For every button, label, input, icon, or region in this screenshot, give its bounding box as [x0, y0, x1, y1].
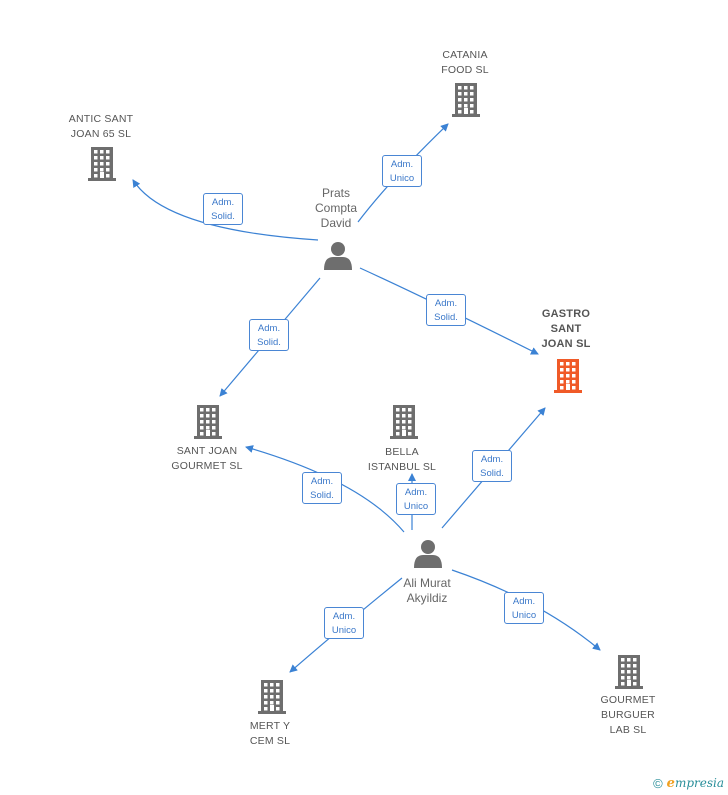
edge-role-line1: Adm. — [257, 323, 281, 334]
ali_murat-label[interactable]: Ali Murat Akyildiz — [403, 576, 451, 605]
sant_joan_gourmet-label[interactable]: SANT JOAN GOURMET SL — [171, 445, 243, 472]
edge-role-line2: Solid. — [211, 211, 235, 222]
brand-logo[interactable]: empresia — [666, 776, 724, 791]
edge-line-ali_murat-to-sant_joan_gourmet — [245, 445, 405, 533]
gourmet_burguer-label[interactable]: GOURMET BURGUER LAB SL — [600, 694, 656, 736]
edge-label-ali_murat-to-gastro_sant_joan[interactable]: Adm. Solid. — [472, 450, 512, 482]
footer-brand: © empresia — [653, 776, 724, 791]
mert_y_cem-label[interactable]: MERT Y CEM SL — [249, 720, 291, 747]
edge-role-line1: Adm. — [390, 159, 414, 170]
edge-role-line1: Adm. — [434, 298, 458, 309]
bella_istanbul-building-icon[interactable] — [390, 405, 418, 439]
copyright-icon: © — [653, 776, 663, 791]
edge-role-line1: Adm. — [512, 596, 536, 607]
gourmet_burguer-building-icon[interactable] — [615, 655, 643, 689]
prats_compta-person-icon[interactable] — [324, 242, 352, 270]
edge-label-ali_murat-to-bella_istanbul[interactable]: Adm. Unico — [396, 483, 436, 515]
edge-line-prats_compta-to-antic_sant_joan — [132, 179, 319, 241]
edge-role-line1: Adm. — [332, 611, 356, 622]
edge-role-line2: Solid. — [310, 490, 334, 501]
edge-role-line2: Solid. — [480, 468, 504, 479]
edge-label-ali_murat-to-gourmet_burguer[interactable]: Adm. Unico — [504, 592, 544, 624]
edge-label-prats_compta-to-catania_food[interactable]: Adm. Unico — [382, 155, 422, 187]
mert_y_cem-building-icon[interactable] — [258, 680, 286, 714]
gastro_sant_joan-building-icon[interactable] — [554, 359, 582, 393]
ali_murat-person-icon[interactable] — [414, 540, 442, 568]
catania_food-building-icon[interactable] — [452, 83, 480, 117]
antic_sant_joan-building-icon[interactable] — [88, 147, 116, 181]
edge-role-line2: Unico — [511, 610, 537, 621]
edge-label-prats_compta-to-antic_sant_joan[interactable]: Adm. Solid. — [203, 193, 243, 225]
edge-role-line1: Adm. — [480, 454, 504, 465]
edge-role-line2: Solid. — [257, 337, 281, 348]
catania_food-label[interactable]: CATANIA FOOD SL — [441, 49, 489, 76]
sant_joan_gourmet-building-icon[interactable] — [194, 405, 222, 439]
prats_compta-label[interactable]: Prats Compta David — [314, 186, 358, 230]
edge-label-prats_compta-to-sant_joan_gourmet[interactable]: Adm. Solid. — [249, 319, 289, 351]
edge-role-line1: Adm. — [404, 487, 428, 498]
edge-role-line2: Unico — [331, 625, 357, 636]
edge-role-line1: Adm. — [310, 476, 334, 487]
edge-label-prats_compta-to-gastro_sant_joan[interactable]: Adm. Solid. — [426, 294, 466, 326]
edge-role-line2: Unico — [389, 173, 415, 184]
edge-role-line2: Unico — [403, 501, 429, 512]
bella_istanbul-label[interactable]: BELLA ISTANBUL SL — [367, 446, 437, 473]
edge-role-line1: Adm. — [211, 197, 235, 208]
antic_sant_joan-label[interactable]: ANTIC SANT JOAN 65 SL — [68, 113, 134, 140]
edge-label-ali_murat-to-mert_y_cem[interactable]: Adm. Unico — [324, 607, 364, 639]
edge-label-ali_murat-to-sant_joan_gourmet[interactable]: Adm. Solid. — [302, 472, 342, 504]
gastro_sant_joan-label[interactable]: GASTRO SANT JOAN SL — [541, 308, 591, 350]
edge-role-line2: Solid. — [434, 312, 458, 323]
